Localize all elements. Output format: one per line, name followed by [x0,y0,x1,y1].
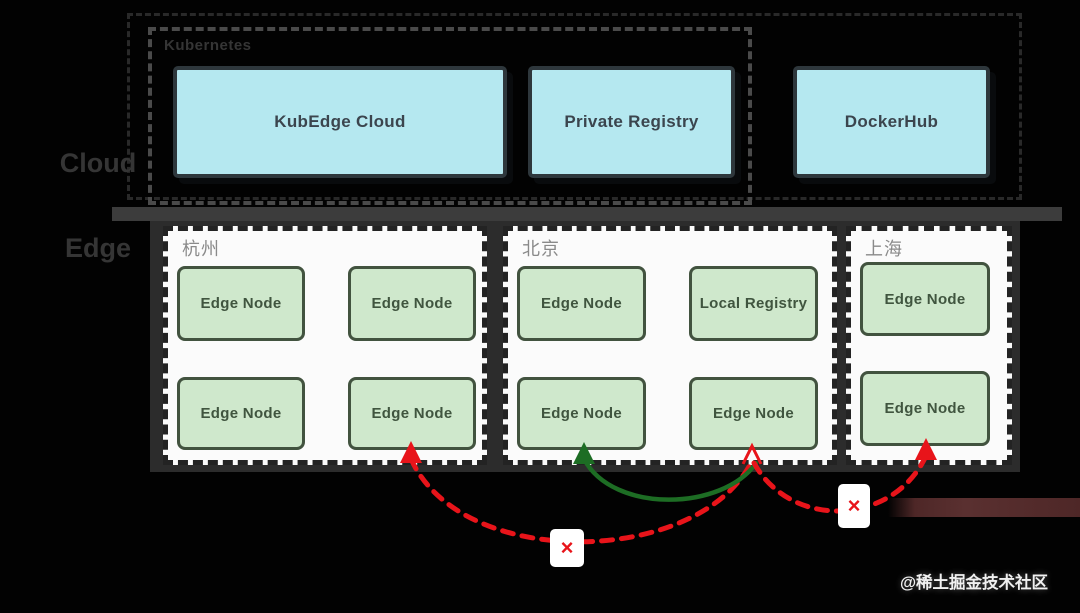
edge-node-box: Edge Node [177,266,305,341]
dockerhub-box: DockerHub [793,66,990,178]
region-hangzhou-label: 杭州 [182,239,220,259]
watermark: @稀土掘金技术社区 [899,574,1049,592]
blocked-cross-icon: × [550,529,584,567]
region-beijing: 北京 Edge Node Local Registry Edge Node Ed… [503,226,837,465]
kubedge-cloud-box: KubEdge Cloud [173,66,507,178]
red-stripe-artifact [888,498,1080,517]
cloud-layer-label: Cloud [59,148,137,178]
region-beijing-label: 北京 [522,239,560,259]
edge-node-box: Edge Node [860,262,990,336]
edge-node-box: Edge Node [517,377,646,450]
dockerhub-label: DockerHub [844,112,939,131]
private-registry-label: Private Registry [564,112,699,131]
edge-node-box: Edge Node [177,377,305,450]
cross-mark: × [847,493,861,518]
private-registry-box: Private Registry [528,66,735,178]
cloud-edge-divider-line [112,207,1062,221]
edge-node-box: Edge Node [689,377,818,450]
blocked-cross-icon: × [838,484,870,528]
local-registry-box: Local Registry [689,266,818,341]
region-shanghai: 上海 Edge Node Edge Node [846,226,1012,465]
kubedge-cloud-label: KubEdge Cloud [274,112,406,131]
cross-mark: × [560,535,574,560]
edge-layer-label: Edge [64,233,131,263]
edge-node-box: Edge Node [517,266,646,341]
edge-node-box: Edge Node [348,266,476,341]
edge-node-box: Edge Node [860,371,990,446]
kubernetes-cluster-label: Kubernetes [164,37,252,54]
region-hangzhou: 杭州 Edge Node Edge Node Edge Node Edge No… [163,226,487,465]
cloud-zone-dashed-border [127,13,1022,200]
kubernetes-cluster-container: Kubernetes [148,27,752,205]
edge-node-box: Edge Node [348,377,476,450]
region-shanghai-label: 上海 [865,239,903,259]
